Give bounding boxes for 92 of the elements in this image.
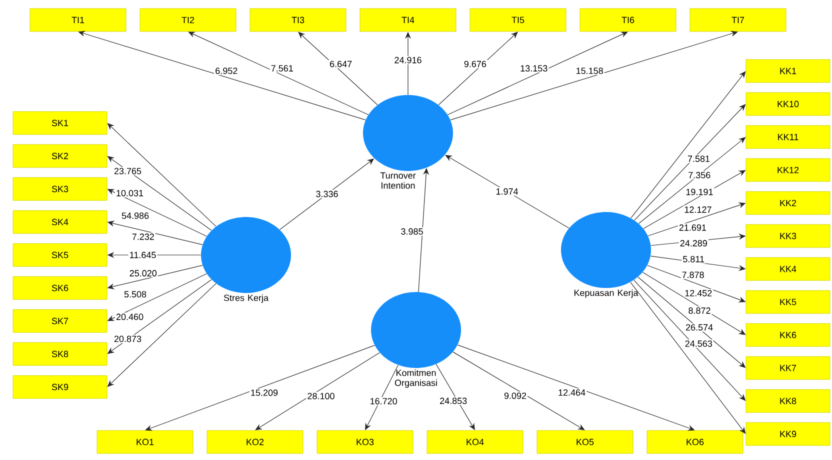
- indicator-box: TI2: [140, 8, 236, 32]
- edge-label: 8.872: [687, 306, 712, 315]
- indicator-box: KK10: [746, 92, 830, 116]
- edge-label: 26.574: [684, 323, 714, 332]
- indicator-box: KK2: [746, 191, 830, 215]
- indicator-box: SK2: [12, 144, 108, 168]
- edge-label: 7.561: [270, 64, 294, 73]
- arrow: [630, 282, 746, 434]
- indicator-box: SK8: [12, 342, 108, 366]
- indicator-box: SK6: [12, 276, 108, 300]
- indicator-box: KO6: [646, 430, 744, 454]
- indicator-box: SK5: [12, 243, 108, 267]
- edge-label: 24.563: [684, 339, 714, 348]
- edge-label: 9.092: [503, 392, 528, 400]
- edge-label: 28.100: [306, 392, 336, 400]
- indicator-box: KO1: [96, 430, 194, 454]
- edge-label: 12.452: [684, 288, 714, 298]
- arrow: [447, 32, 628, 116]
- edge-label: 7.356: [687, 170, 712, 180]
- arrow: [634, 280, 746, 401]
- arrow: [634, 104, 746, 221]
- arrow: [452, 352, 585, 430]
- arrow: [255, 352, 380, 430]
- indicator-box: KK3: [746, 224, 830, 248]
- indicator-box: TI5: [470, 8, 566, 32]
- edge-label: 3.336: [314, 190, 340, 198]
- edge-label: 5.811: [682, 254, 706, 264]
- edge-label: 7.232: [130, 232, 156, 241]
- node-label: Turnover Intention: [380, 172, 416, 189]
- indicator-box: TI4: [360, 8, 456, 32]
- indicator-box: KK6: [746, 323, 830, 347]
- edge-label: 10.031: [115, 188, 145, 198]
- edge-label: 25.020: [128, 269, 158, 278]
- edge-label: 20.873: [112, 334, 143, 344]
- edge-label: 3.985: [400, 227, 424, 236]
- arrow: [457, 344, 695, 431]
- edge-label: 7.878: [680, 270, 706, 280]
- edge-label: 5.508: [123, 290, 148, 298]
- indicator-box: KO3: [316, 430, 414, 454]
- node-label: Stres Kerja: [224, 294, 269, 303]
- indicator-box: KK4: [746, 257, 830, 281]
- edge-label: 6.647: [328, 60, 354, 68]
- edge-label: 21.691: [678, 223, 708, 232]
- edge-label: 12.464: [557, 388, 587, 397]
- indicator-box: SK1: [12, 111, 108, 135]
- indicator-box: KK12: [746, 158, 830, 182]
- edge-label: 9.676: [462, 60, 488, 68]
- edge-label: 7.581: [686, 154, 711, 163]
- edge-label: 23.765: [112, 166, 143, 176]
- arrow: [445, 154, 570, 228]
- edge-label: 12.127: [683, 205, 713, 214]
- indicator-box: KK7: [746, 356, 830, 380]
- indicator-box: KO5: [536, 430, 634, 454]
- edge-label: 16.720: [368, 397, 398, 406]
- indicator-box: TI1: [30, 8, 126, 32]
- edge-label: 24.916: [393, 56, 423, 64]
- indicator-box: KK9: [746, 422, 830, 446]
- arrow: [298, 32, 378, 106]
- edge-label: 15.158: [574, 66, 604, 76]
- edge-label: 15.209: [250, 388, 280, 397]
- indicator-box: KO2: [206, 430, 304, 454]
- indicator-box: SK7: [12, 309, 108, 333]
- arrow: [145, 345, 375, 431]
- arrow: [107, 123, 216, 227]
- edge-label: 1.974: [494, 187, 520, 196]
- edge-label: 11.645: [128, 250, 158, 260]
- indicator-box: TI3: [250, 8, 346, 32]
- indicator-box: KK5: [746, 290, 830, 314]
- edge-label: 24.853: [438, 396, 468, 406]
- edge-label: 24.289: [678, 239, 708, 248]
- arrow: [450, 30, 738, 120]
- edge-label: 19.191: [684, 188, 714, 196]
- arrow: [188, 32, 369, 116]
- indicator-box: SK3: [12, 177, 108, 201]
- edge-label: 13.153: [519, 64, 549, 73]
- indicator-box: TI7: [690, 8, 786, 32]
- node-label: Kepuasan Kerja: [574, 289, 638, 298]
- edge-label: 54.986: [120, 212, 150, 220]
- indicator-box: SK4: [12, 210, 108, 234]
- indicator-box: KK1: [746, 59, 830, 83]
- indicator-box: KO4: [426, 430, 524, 454]
- arrow: [638, 276, 746, 368]
- arrow: [438, 32, 518, 106]
- edge-label: 6.952: [214, 66, 239, 76]
- edge-label: 20.460: [115, 312, 145, 322]
- indicator-box: SK9: [12, 375, 108, 399]
- indicator-box: KK11: [746, 125, 830, 149]
- indicator-box: TI6: [580, 8, 676, 32]
- arrow: [630, 71, 746, 218]
- arrow: [107, 283, 216, 387]
- indicator-box: KK8: [746, 389, 830, 413]
- node-label: Komitmen Organisasi: [394, 369, 437, 388]
